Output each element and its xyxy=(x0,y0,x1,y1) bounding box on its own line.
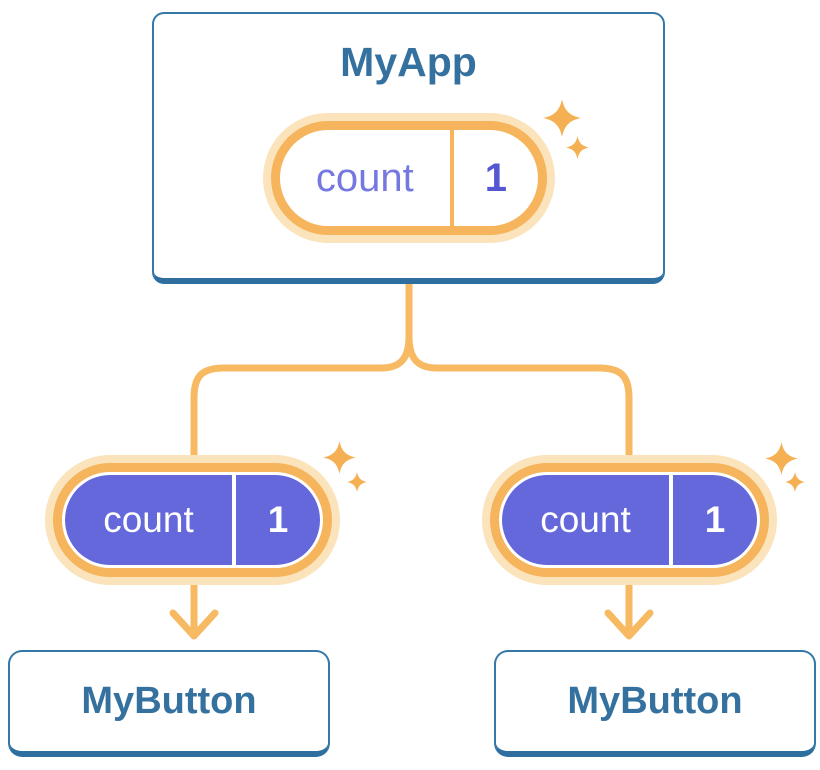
sparkle-icon xyxy=(566,136,589,159)
sparkle-icon xyxy=(347,472,367,492)
child-component-title: MyButton xyxy=(81,680,257,722)
pill-divider xyxy=(669,475,673,565)
parent-state-pill: count 1 xyxy=(263,113,555,243)
pill-ring: count 1 xyxy=(53,463,332,577)
pill-ring: count 1 xyxy=(271,121,547,235)
state-value-label: 1 xyxy=(236,475,320,565)
pill-divider xyxy=(232,475,236,565)
child-state-pill-right: count 1 xyxy=(482,455,777,585)
child-state-pill-left: count 1 xyxy=(45,455,340,585)
pill-divider xyxy=(449,130,454,226)
sparkle-icon xyxy=(765,442,798,475)
arrow-down-icon xyxy=(169,609,219,640)
state-name-label: count xyxy=(502,475,669,565)
arrow-down-icon xyxy=(604,609,654,640)
state-value-label: 1 xyxy=(484,155,507,200)
child-component-title: MyButton xyxy=(567,680,743,722)
child-component-card-left: MyButton xyxy=(8,650,330,757)
state-name-label: count xyxy=(315,155,414,200)
parent-component-title: MyApp xyxy=(340,39,477,85)
sparkle-icon xyxy=(785,472,805,492)
state-value-label: 1 xyxy=(673,475,757,565)
sparkle-icon xyxy=(323,441,356,474)
child-component-card-right: MyButton xyxy=(494,650,816,757)
pill-ring: count 1 xyxy=(490,463,769,577)
state-name-label: count xyxy=(65,475,232,565)
branch-right-line xyxy=(405,281,633,632)
sparkle-icon xyxy=(543,99,581,137)
